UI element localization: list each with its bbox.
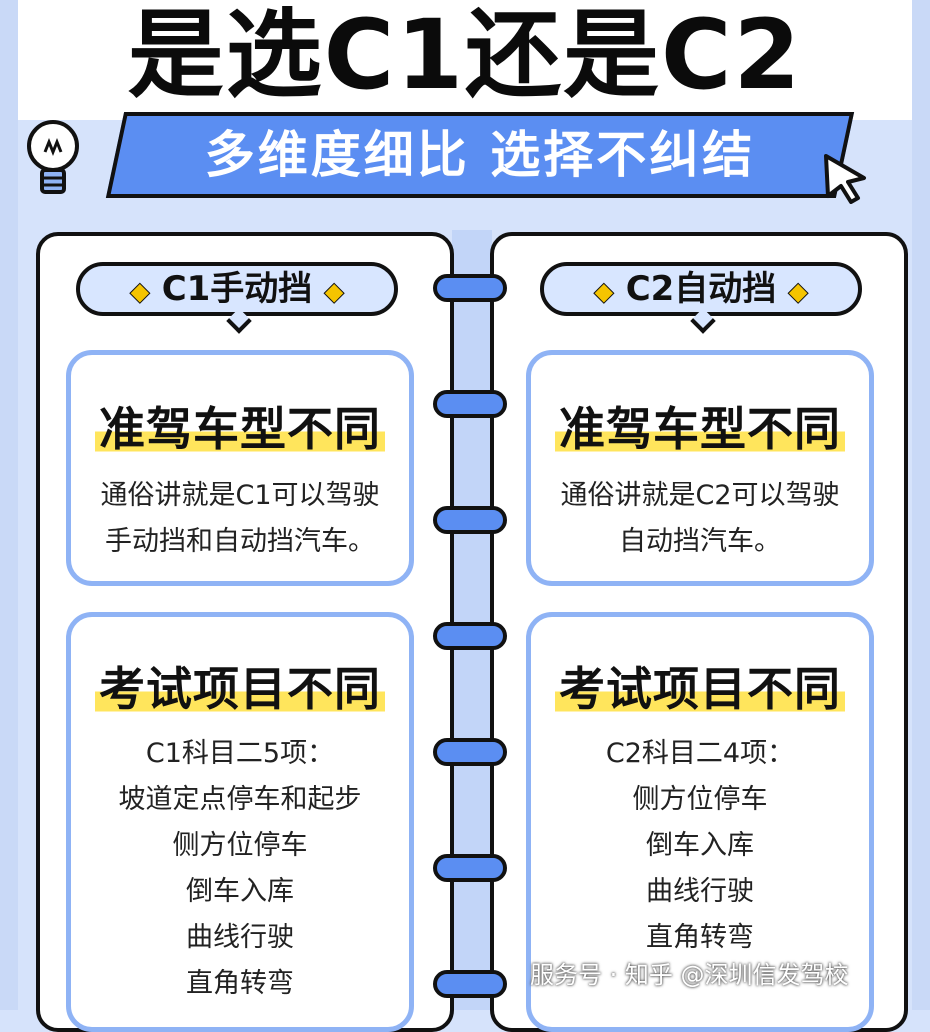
page-title: 是选C1还是C2: [127, 0, 803, 111]
card-heading: 考试项目不同: [71, 653, 409, 719]
text-line: C2科目二4项：: [605, 738, 795, 769]
c2-label: C2自动挡: [625, 269, 777, 309]
c2-license-card: 准驾车型不同 通俗讲就是C2可以驾驶 自动挡汽车。: [526, 350, 874, 586]
card-body: 通俗讲就是C2可以驾驶 自动挡汽车。: [531, 473, 869, 565]
binder-ring: [433, 390, 507, 418]
binder-ring: [433, 738, 507, 766]
card-heading: 准驾车型不同: [71, 393, 409, 459]
binder-ring: [433, 854, 507, 882]
star-icon: ◆: [129, 277, 150, 308]
text-line: 手动挡和自动挡汽车。: [105, 526, 375, 557]
right-edge-strip: [912, 0, 930, 1010]
binder-ring: [433, 970, 507, 998]
card-body: 通俗讲就是C1可以驾驶 手动挡和自动挡汽车。: [71, 473, 409, 565]
binder-ring: [433, 506, 507, 534]
binder-ring: [433, 274, 507, 302]
text-line: 曲线行驶: [646, 876, 754, 907]
text-line: C1科目二5项：: [145, 738, 335, 769]
binder-spine: [452, 230, 492, 1010]
c1-exam-card: 考试项目不同 C1科目二5项： 坡道定点停车和起步 侧方位停车 倒车入库 曲线行…: [66, 612, 414, 1032]
text-line: 倒车入库: [646, 830, 754, 861]
watermark: 服务号 · 知乎 @深圳信发驾校: [530, 961, 849, 989]
text-line: 通俗讲就是C2可以驾驶: [560, 480, 840, 511]
c1-label-pill: ◆ C1手动挡 ◆: [76, 262, 398, 316]
c1-label: C1手动挡: [161, 269, 313, 309]
text-line: 曲线行驶: [186, 922, 294, 953]
c2-label-pill: ◆ C2自动挡 ◆: [540, 262, 862, 316]
star-icon: ◆: [593, 277, 614, 308]
text-line: 通俗讲就是C1可以驾驶: [100, 480, 380, 511]
card-heading: 准驾车型不同: [531, 393, 869, 459]
star-icon: ◆: [324, 277, 345, 308]
text-line: 侧方位停车: [632, 784, 768, 815]
left-edge-strip: [0, 0, 18, 1010]
text-line: 坡道定点停车和起步: [118, 784, 362, 815]
binder-ring: [433, 622, 507, 650]
subtitle: 多维度细比 选择不纠结: [204, 126, 756, 184]
header-background: [0, 0, 930, 120]
text-line: 倒车入库: [186, 876, 294, 907]
text-line: 直角转弯: [186, 968, 294, 999]
lightbulb-icon: [27, 120, 79, 194]
star-icon: ◆: [788, 277, 809, 308]
text-line: 直角转弯: [646, 922, 754, 953]
text-line: 自动挡汽车。: [619, 526, 781, 557]
c1-license-card: 准驾车型不同 通俗讲就是C1可以驾驶 手动挡和自动挡汽车。: [66, 350, 414, 586]
card-body: C2科目二4项： 侧方位停车 倒车入库 曲线行驶 直角转弯: [531, 731, 869, 961]
card-heading: 考试项目不同: [531, 653, 869, 719]
cursor-arrow-icon: [824, 154, 866, 204]
card-body: C1科目二5项： 坡道定点停车和起步 侧方位停车 倒车入库 曲线行驶 直角转弯: [71, 731, 409, 1007]
text-line: 侧方位停车: [172, 830, 308, 861]
